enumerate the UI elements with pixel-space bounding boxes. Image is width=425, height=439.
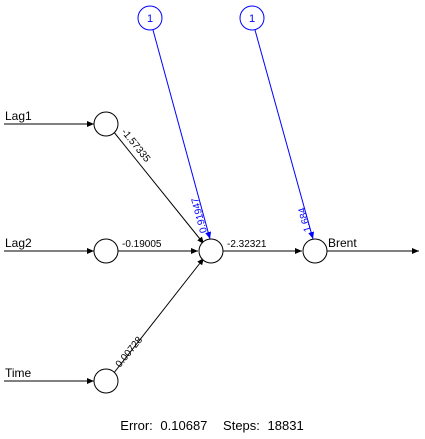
input-node-lag2	[93, 238, 119, 264]
error-value: 0.10687	[160, 418, 207, 433]
weight-label-hidden-output: -2.32321	[227, 239, 267, 250]
edge-bias1-hidden	[152, 29, 212, 240]
steps-label: Steps:	[223, 418, 260, 433]
input-label-lag1: Lag1	[5, 109, 32, 123]
weight-label-bias2: 1.684	[297, 206, 314, 233]
edge-time-hidden	[112, 257, 205, 375]
steps-value: 18831	[268, 418, 304, 433]
weight-label-bias1: 0.91947	[190, 196, 210, 234]
input-label-time: Time	[5, 366, 32, 380]
bias-node-1-label: 1	[147, 13, 153, 25]
weight-label-time: 0.00728	[114, 335, 146, 370]
input-node-time	[93, 368, 119, 394]
edge-bias2-output	[254, 29, 315, 240]
bias-node-2	[239, 5, 265, 31]
error-label: Error:	[120, 418, 153, 433]
footer: Error: 0.10687 Steps: 18831	[120, 418, 303, 433]
output-node	[302, 238, 328, 264]
weight-label-lag2: -0.19005	[122, 239, 162, 250]
input-node-lag1	[93, 111, 119, 137]
hidden-node	[198, 238, 224, 264]
bias-node-2-label: 1	[249, 13, 255, 25]
input-label-lag2: Lag2	[5, 236, 32, 250]
edge-lag1-hidden	[112, 130, 205, 245]
bias-node-1	[137, 5, 163, 31]
output-label: Brent	[328, 236, 357, 250]
